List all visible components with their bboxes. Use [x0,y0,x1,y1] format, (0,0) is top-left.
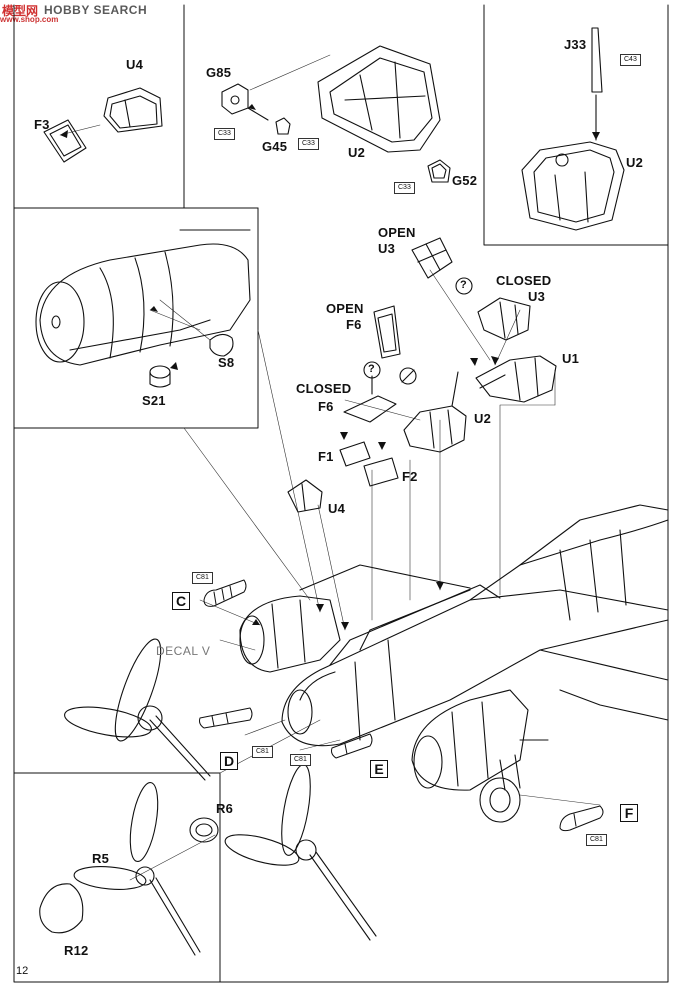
label-g85: G85 [206,65,232,80]
label-u4-main: U4 [328,501,346,516]
part-u4-main [287,479,323,513]
aircraft-engine-left [239,595,341,673]
page-number: 12 [16,965,29,977]
part-f2 [363,457,399,487]
part-r6 [189,817,219,843]
part-open-u3 [411,237,453,279]
part-u2-main [403,371,467,453]
exhaust-d [199,707,253,729]
label-g45: G45 [262,139,288,154]
label-u1: U1 [562,351,580,366]
label-r6: R6 [216,801,234,816]
label-open-u3-word: OPEN [378,225,416,240]
callout-box-c: C [172,592,190,610]
propeller-right [224,764,377,941]
part-open-f6 [373,305,401,359]
aircraft-wing-upper [299,564,669,721]
label-u2-right: U2 [626,155,644,170]
label-f2: F2 [402,469,418,484]
label-s21: S21 [142,393,166,408]
watermark-logo: 模型网 [2,3,39,18]
ref-c43: C43 [620,54,641,66]
exhaust-c [203,579,247,607]
callout-box-d: D [220,752,238,770]
engine-nacelle-detail [35,229,251,366]
aircraft-landing-gear [479,739,549,823]
label-g52: G52 [452,173,478,188]
ref-c81-d: C81 [252,746,273,758]
aircraft-fuselage [281,519,669,747]
question-mark-f6: ? [368,363,375,375]
propeller-small [73,782,201,956]
question-mark-u3: ? [460,279,467,291]
aircraft-tail [519,504,669,621]
part-s8 [209,333,234,357]
part-u4-small [103,87,163,133]
label-u2-main: U2 [474,411,492,426]
label-s8: S8 [218,355,235,370]
part-u1 [475,355,557,403]
decal-label: DECAL V [156,644,211,658]
part-u2-right [521,141,625,231]
label-closed-u3: U3 [528,289,546,304]
panel-borders [13,4,669,983]
label-f3: F3 [34,117,50,132]
part-g85 [221,83,249,115]
part-g52 [427,159,451,183]
label-open-f6: F6 [346,317,362,332]
watermark-site: HOBBY SEARCH [44,3,148,17]
label-j33: J33 [564,37,587,52]
ref-c33-g52: C33 [394,182,415,194]
callout-box-e: E [370,760,388,778]
label-u2-frame: U2 [348,145,366,160]
exhaust-e [331,733,373,759]
label-closed-u3-word: CLOSED [496,273,552,288]
part-f3 [43,119,87,163]
part-r12 [39,883,84,934]
watermark-url: www.shop.com [0,15,59,24]
ref-c33-g45: C33 [298,138,319,150]
label-open-u3: U3 [378,241,396,256]
aircraft-engine-right [411,689,529,791]
part-closed-u3 [477,297,531,341]
watermark: 模型网 HOBBY SEARCH [0,0,147,20]
part-g45 [275,117,291,135]
propeller-left [64,638,211,781]
label-r5: R5 [92,851,110,866]
part-j33 [591,27,603,93]
part-u2-frame [317,45,441,153]
ref-c33-g85: C33 [214,128,235,140]
label-open-f6-word: OPEN [326,301,364,316]
label-r12: R12 [64,943,89,958]
callout-box-f: F [620,804,638,822]
part-closed-f6 [343,395,397,423]
part-f1 [339,441,371,467]
label-f1: F1 [318,449,334,464]
leader-lines [59,54,601,881]
label-u4-top: U4 [126,57,144,72]
part-s21 [149,365,171,388]
ref-c81-f: C81 [586,834,607,846]
label-closed-f6: F6 [318,399,334,414]
ref-c81-e: C81 [290,754,311,766]
label-closed-f6-word: CLOSED [296,381,352,396]
arrowheads [60,104,600,630]
ref-c81-c: C81 [192,572,213,584]
exhaust-f [559,805,604,832]
